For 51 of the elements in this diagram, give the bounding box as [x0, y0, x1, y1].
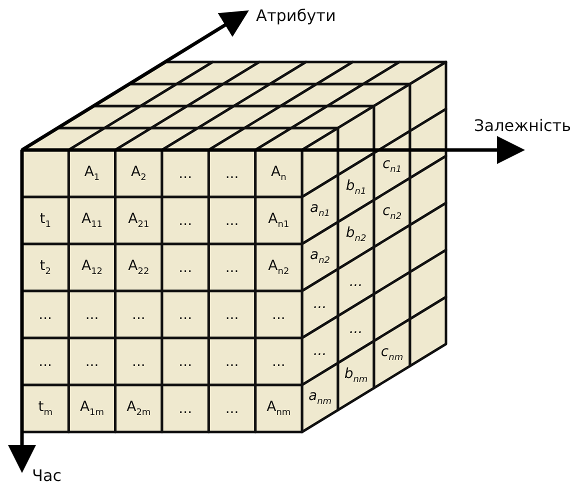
cell-value: ... [225, 402, 239, 416]
cell-value: A$_{2}$ [131, 164, 146, 182]
cell-value: A$_{1}$ [84, 164, 100, 182]
cell-value: ... [349, 322, 363, 336]
cell-value: c$_{n1}$ [382, 156, 402, 174]
cell-value: A$_{nm}$ [266, 400, 291, 418]
cell-value: A$_{2m}$ [126, 400, 151, 418]
cell-value: t$_{2}$ [40, 258, 51, 276]
cell-value: b$_{nm}$ [344, 366, 368, 384]
cell-value: ... [178, 166, 192, 180]
cell-value: A$_{11}$ [81, 212, 103, 230]
cell-value: ... [178, 260, 192, 274]
cell-value: A$_{12}$ [81, 258, 103, 276]
cell-value: ... [313, 344, 327, 358]
cell-value: b$_{n1}$ [346, 178, 366, 196]
cell-value: A$_{1m}$ [80, 400, 104, 418]
cell-value: ... [225, 354, 239, 368]
cell-value: ... [272, 354, 286, 368]
cell-value: t$_{1}$ [40, 212, 51, 230]
cell-value: t$_{m}$ [38, 400, 52, 418]
cell-value: ... [272, 308, 286, 322]
cell-value: ... [132, 308, 146, 322]
cell-value: ... [132, 354, 146, 368]
cell-value: c$_{n2}$ [382, 204, 402, 222]
cell-value: ... [178, 214, 192, 228]
axis-label: Залежність [474, 118, 571, 134]
cell-value: a$_{nm}$ [308, 388, 332, 406]
cell-value: ... [225, 260, 239, 274]
cell-value: ... [178, 308, 192, 322]
axis-label: Час [32, 468, 62, 484]
cell-value: ... [178, 354, 192, 368]
cell-value: A$_{22}$ [128, 258, 150, 276]
cell-value: ... [313, 296, 327, 310]
cell-value: ... [38, 354, 52, 368]
cell-value: a$_{n1}$ [310, 200, 330, 218]
cell-value: A$_{21}$ [128, 212, 150, 230]
cell-value: ... [225, 166, 239, 180]
cell-value: ... [225, 214, 239, 228]
cell-value: A$_{n}$ [271, 164, 286, 182]
cell-value: a$_{n2}$ [310, 248, 330, 266]
cell-value: b$_{n2}$ [346, 226, 366, 244]
cell-value: ... [178, 402, 192, 416]
cell-value: c$_{nm}$ [380, 344, 404, 362]
cell-value: ... [38, 308, 52, 322]
cell-value: ... [349, 274, 363, 288]
cell-value: ... [85, 308, 99, 322]
cell-value: A$_{n1}$ [268, 212, 290, 230]
cell-value: ... [225, 308, 239, 322]
cell-value: ... [85, 354, 99, 368]
cell-value: A$_{n2}$ [268, 258, 290, 276]
axis-label: Атрибути [256, 8, 336, 24]
